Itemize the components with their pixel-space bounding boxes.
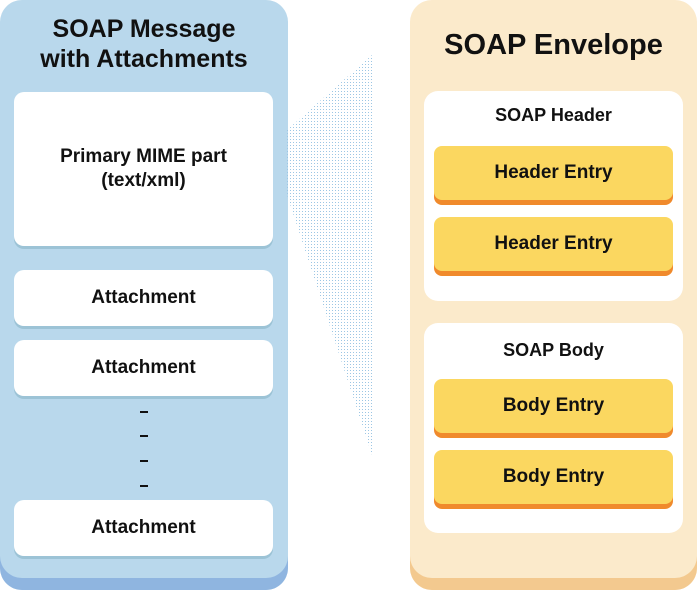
- connector-wedge: [287, 55, 372, 455]
- soap-body-title: SOAP Body: [503, 340, 604, 360]
- ellipsis-dash: [140, 435, 148, 437]
- body-entry-label: Body Entry: [502, 395, 605, 416]
- attachment-1: Attachment: [14, 270, 273, 326]
- right-panel-title: SOAP Envelope: [444, 29, 663, 61]
- attachment-label: Attachment: [91, 517, 196, 538]
- attachment-label: Attachment: [91, 287, 196, 308]
- soap-envelope-panel: SOAP Envelope SOAP Header Header Entry H…: [410, 0, 697, 590]
- attachment-2: Attachment: [14, 340, 273, 396]
- left-panel-title: SOAP Message with Attachments: [40, 15, 248, 73]
- soap-header-title: SOAP Header: [495, 105, 612, 125]
- body-entry-1: Body Entry: [434, 379, 673, 433]
- ellipsis-dash: [140, 411, 148, 413]
- ellipsis-dash: [140, 485, 148, 487]
- primary-mime-part: Primary MIME part (text/xml): [14, 92, 273, 246]
- header-entry-label: Header Entry: [494, 233, 613, 254]
- header-entry-2: Header Entry: [434, 217, 673, 271]
- attachment-3: Attachment: [14, 500, 273, 556]
- soap-message-with-attachments-panel: SOAP Message with Attachments Primary MI…: [0, 0, 288, 590]
- body-entry-label: Body Entry: [502, 466, 605, 487]
- soap-header-section: SOAP Header Header Entry Header Entry: [424, 91, 683, 301]
- soap-body-section: SOAP Body Body Entry Body Entry: [424, 323, 683, 533]
- body-entry-2: Body Entry: [434, 450, 673, 504]
- attachment-label: Attachment: [91, 357, 196, 378]
- header-entry-label: Header Entry: [494, 162, 613, 183]
- ellipsis-dash: [140, 460, 148, 462]
- expansion-connector: [287, 55, 372, 455]
- header-entry-1: Header Entry: [434, 146, 673, 200]
- primary-mime-part-label: Primary MIME part (text/xml): [60, 146, 227, 191]
